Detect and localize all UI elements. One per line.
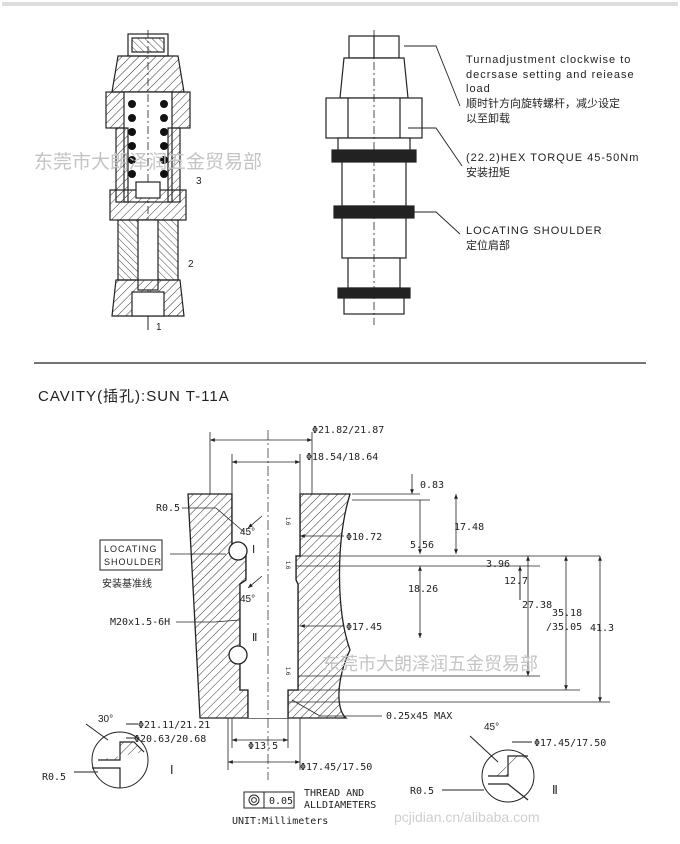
cavity-title: CAVITY(插孔):SUN T-11A xyxy=(38,388,230,405)
roughness-3: 1.6 xyxy=(284,667,290,676)
detail2-angle: 45° xyxy=(484,722,499,733)
detail1-d2: Φ20.63/20.68 xyxy=(134,734,206,745)
valve-external-view xyxy=(325,30,423,325)
detail2-d: Φ17.45/17.50 xyxy=(534,738,606,749)
dim-0-83: 0.83 xyxy=(420,480,444,491)
adjust-callout-en-line3: load xyxy=(466,83,491,95)
shoulder-callout-cn: 定位肩部 xyxy=(466,238,510,252)
locating-shoulder-l1: LOCATING xyxy=(104,544,157,554)
dim-5-56: 5.56 xyxy=(410,540,434,551)
locating-shoulder-cn: 安装基准线 xyxy=(102,577,152,590)
roman-1-marker: Ⅰ xyxy=(252,544,255,556)
roman-2-marker: Ⅱ xyxy=(252,632,257,644)
dim-41-3: 41.3 xyxy=(590,623,614,634)
chamfer-spec: 0.25x45 MAX xyxy=(386,711,452,722)
detail2-radius: R0.5 xyxy=(410,786,434,797)
dim-d17-45: Φ17.45 xyxy=(346,622,382,633)
dim-d17-45-50: Φ17.45/17.50 xyxy=(300,762,372,773)
detail1-angle: 30° xyxy=(98,714,113,725)
dim-d10-72: Φ10.72 xyxy=(346,532,382,543)
top-border xyxy=(2,2,678,6)
concentricity-icon xyxy=(248,794,260,806)
locating-shoulder-box xyxy=(99,539,163,571)
detail1-label: Ⅰ xyxy=(170,763,174,777)
detail1-radius: R0.5 xyxy=(42,772,66,783)
roughness-1: 1.6 xyxy=(284,517,290,526)
thread-note-l2: ALLDIAMETERS xyxy=(304,800,376,811)
dim-d21-82: Φ21.82/21.87 xyxy=(312,425,384,436)
valve-section-view xyxy=(105,30,191,330)
watermark-top: 东莞市大朗泽润五金贸易部 xyxy=(34,151,262,173)
dim-12-7: 12.7 xyxy=(504,576,528,587)
thread-spec: M20x1.5-6H xyxy=(110,617,170,628)
adjust-callout-en-line2: decrsase setting and reiease xyxy=(466,69,635,81)
detail-2 xyxy=(442,735,535,803)
hex-callout-en: (22.2)HEX TORQUE 45-50Nm xyxy=(466,152,639,164)
dim-r0-5: R0.5 xyxy=(156,503,180,514)
watermark-url: pcjidian.cn/alibaba.com xyxy=(394,809,540,825)
dim-18-26: 18.26 xyxy=(408,584,438,595)
angle-45-upper: 45° xyxy=(240,527,255,538)
detail-1 xyxy=(74,723,149,789)
roughness-2: 1.6 xyxy=(284,561,290,570)
tolerance-value: 0.05 xyxy=(269,796,293,807)
adjust-callout-cn-line2: 以至卸载 xyxy=(466,111,510,125)
detail2-label: Ⅱ xyxy=(552,783,558,797)
callout-leaders xyxy=(404,45,463,235)
angle-45-lower: 45° xyxy=(240,594,255,605)
dim-d13-5: Φ13.5 xyxy=(248,741,278,752)
dim-d18-54: Φ18.54/18.64 xyxy=(306,452,378,463)
locating-shoulder-l2: SHOULDER xyxy=(104,557,162,567)
adjust-callout-en-line1: Turnadjustment clockwise to xyxy=(466,54,631,66)
dim-35-05: /35.05 xyxy=(546,622,582,633)
detail1-d1: Φ21.11/21.21 xyxy=(138,720,210,731)
adjust-callout-cn-line1: 顺时针方向旋转螺杆，减少设定 xyxy=(466,96,620,110)
dim-17-48: 17.48 xyxy=(454,522,484,533)
dim-3-96: 3.96 xyxy=(486,559,510,570)
port-1-label: 1 xyxy=(156,322,162,333)
cavity-section xyxy=(187,430,351,780)
dim-27-38: 27.38 xyxy=(522,600,552,611)
unit-note: UNIT:Millimeters xyxy=(232,816,328,827)
dimension-lines xyxy=(170,432,610,770)
shoulder-callout-en: LOCATING SHOULDER xyxy=(466,225,603,237)
port-3-label: 3 xyxy=(196,176,202,187)
dim-35-18: 35.18 xyxy=(552,608,582,619)
hex-callout-cn: 安装扭矩 xyxy=(466,165,510,179)
thread-note-l1: THREAD AND xyxy=(304,788,364,799)
port-2-label: 2 xyxy=(188,259,194,270)
watermark-bottom: 东莞市大朗泽润五金贸易部 xyxy=(322,654,538,674)
